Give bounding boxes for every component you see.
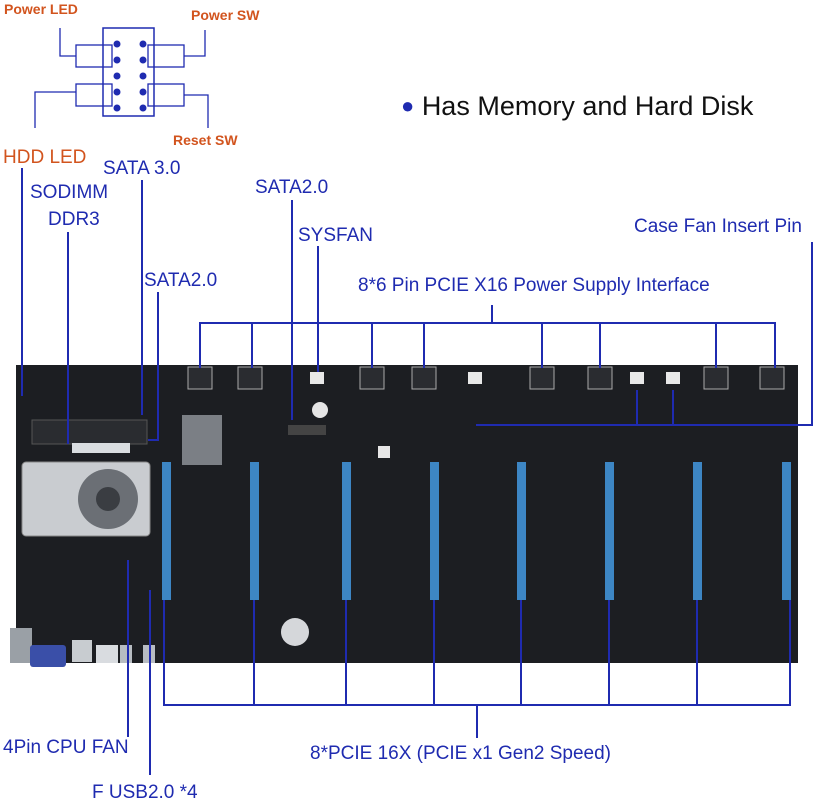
sata2-left-label: SATA2.0 xyxy=(144,270,218,291)
pcie-slot-6 xyxy=(605,462,614,600)
pcie-slot-8 xyxy=(782,462,791,600)
power-led-label: Power LED xyxy=(4,1,78,17)
sata3-label: SATA 3.0 xyxy=(103,158,181,179)
sodimm-label: SODIMM xyxy=(30,182,109,203)
pcie-slot-4 xyxy=(430,462,439,600)
front-panel-header xyxy=(34,27,209,128)
reset-sw-label: Reset SW xyxy=(173,132,238,148)
pcie-power-label: 8*6 Pin PCIE X16 Power Supply Interface xyxy=(358,275,710,296)
header-title: ● Has Memory and Hard Disk xyxy=(401,93,753,120)
ddr3-label: DDR3 xyxy=(48,209,100,230)
pcie-slot-3 xyxy=(342,462,351,600)
leader-lines xyxy=(21,168,813,775)
power-sw-label: Power SW xyxy=(191,7,260,23)
pcie-slot-5 xyxy=(517,462,526,600)
pcie-slot-2 xyxy=(250,462,259,600)
pcie-slot-7 xyxy=(693,462,702,600)
hdd-led-label: HDD LED xyxy=(3,147,87,168)
case-fan-label: Case Fan Insert Pin xyxy=(634,216,802,237)
pcie-power-connectors xyxy=(187,366,785,390)
header-title-text: Has Memory and Hard Disk xyxy=(421,91,754,121)
motherboard xyxy=(10,365,798,667)
pcie-slots-label: 8*PCIE 16X (PCIE x1 Gen2 Speed) xyxy=(310,743,611,764)
pcie-slot-1 xyxy=(162,462,171,600)
pcie-slots xyxy=(162,462,791,600)
usb-label: F USB2.0 *4 xyxy=(92,782,198,803)
sysfan-label: SYSFAN xyxy=(298,225,373,246)
bullet-icon: ● xyxy=(401,93,415,118)
cpu-fan-label: 4Pin CPU FAN xyxy=(3,737,129,758)
sata2-top-label: SATA2.0 xyxy=(255,177,329,198)
